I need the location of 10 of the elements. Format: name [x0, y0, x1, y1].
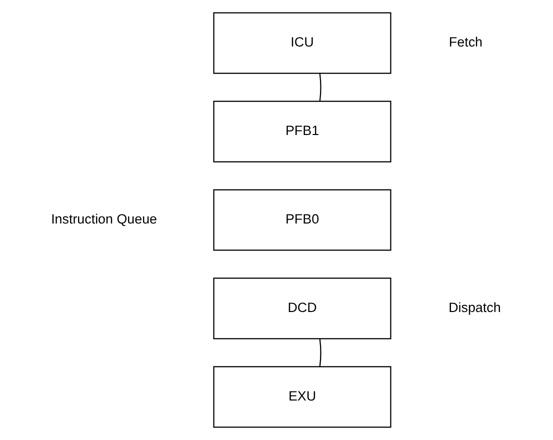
connector	[319, 338, 322, 367]
node-box: PFB0	[213, 189, 392, 251]
node-box: ICU	[213, 12, 392, 74]
node-box: DCD	[213, 278, 392, 340]
connector	[319, 73, 322, 102]
node-box: PFB1	[213, 100, 392, 162]
label: Dispatch	[448, 300, 501, 315]
node-box: EXU	[213, 366, 392, 428]
label: Instruction Queue	[51, 211, 158, 226]
label: Fetch	[448, 34, 483, 50]
